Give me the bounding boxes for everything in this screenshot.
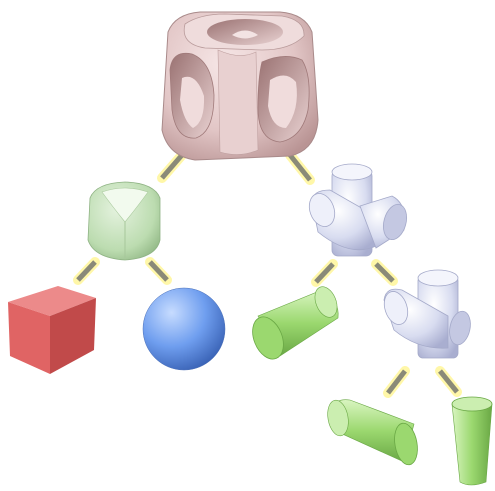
connector-root-right	[285, 150, 315, 185]
subunion-node-shape	[383, 269, 471, 359]
cube-leaf-shape	[8, 286, 96, 374]
connector-union-cylinder	[311, 259, 338, 287]
connectors	[73, 150, 462, 398]
union-node-shape	[308, 163, 408, 257]
intersection-node-shape	[87, 181, 161, 261]
connector-subunion-right	[435, 366, 462, 397]
cylinder-leaf-shape-3	[451, 396, 493, 486]
sphere-leaf-shape	[142, 287, 226, 371]
connector-subunion-left	[383, 366, 410, 398]
connector-intersection-cube	[73, 257, 100, 285]
connector-root-left	[157, 150, 187, 183]
root-result-shape	[161, 11, 319, 161]
cylinder-leaf-shape-2	[327, 399, 418, 466]
connector-union-subunion	[371, 259, 398, 286]
connector-intersection-sphere	[145, 257, 172, 285]
cylinder-leaf-shape-1	[252, 286, 339, 360]
